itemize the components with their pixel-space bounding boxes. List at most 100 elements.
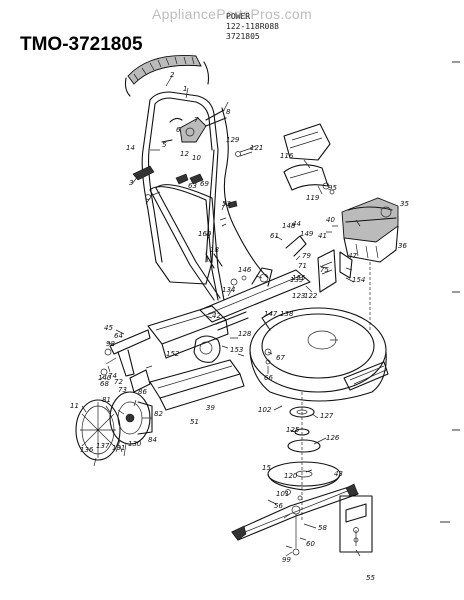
part-label: 79	[302, 252, 311, 260]
part-label: 73	[118, 386, 127, 394]
part-label: 8	[226, 108, 231, 116]
part-label: 128	[238, 330, 252, 338]
part-label: 131	[112, 444, 125, 452]
part-label: 148	[282, 222, 296, 230]
part-label: 47	[348, 252, 357, 260]
part-label: 137	[96, 442, 110, 450]
lower-handle	[149, 184, 225, 301]
part-label: 36	[398, 242, 407, 250]
part-label: 52	[222, 200, 231, 208]
part-labels: 1 2 3 5 6 7 8 10 11 12 14 15 18 39 40 41…	[70, 71, 409, 582]
part-label: 154	[352, 276, 365, 284]
rear-wheel	[75, 391, 153, 461]
leader-lines	[81, 75, 361, 557]
header-line: 3721805	[226, 32, 260, 41]
part-label: 12	[180, 150, 189, 158]
part-label: 99	[282, 556, 291, 564]
watermark: AppliancePartsPros.com	[152, 6, 312, 22]
part-label: 40	[326, 216, 335, 224]
part-label: 129	[226, 136, 240, 144]
part-label: 81	[102, 396, 111, 404]
part-label: 18	[210, 246, 219, 254]
part-label: 102	[258, 406, 272, 414]
part-label: 119	[306, 194, 320, 202]
left-linkage	[100, 329, 151, 393]
part-label: 127	[320, 412, 334, 420]
part-label: 15	[262, 464, 271, 472]
part-label: 43	[334, 470, 343, 478]
part-label: 74	[108, 372, 117, 380]
part-label: 51	[190, 418, 199, 426]
part-label: 67	[276, 354, 285, 362]
part-label: 84	[148, 436, 157, 444]
part-label: 42	[212, 312, 221, 320]
part-label: 116	[280, 152, 294, 160]
bolts	[145, 147, 253, 200]
part-label: 68	[100, 380, 109, 388]
part-label: 58	[318, 524, 327, 532]
part-label: 126	[326, 434, 340, 442]
part-label: 120	[284, 472, 298, 480]
header-info: POWER 122-118R088 3721805	[226, 12, 279, 42]
mower-deck	[249, 307, 389, 402]
bail-control	[161, 109, 227, 143]
part-label: 121	[250, 144, 263, 152]
part-label: 138	[280, 310, 294, 318]
throttle-cable	[221, 107, 269, 279]
blade-detail-inset	[339, 495, 373, 553]
height-adjuster	[317, 249, 353, 293]
mower-blade	[231, 483, 359, 556]
front-axle-assembly	[147, 305, 249, 363]
part-label: 3	[129, 179, 133, 187]
part-label: 7	[194, 116, 199, 124]
part-label: 75	[320, 266, 329, 274]
part-label: 6	[176, 126, 181, 134]
part-label: 71	[298, 262, 307, 270]
part-label: 134	[222, 286, 235, 294]
part-label: 122	[304, 292, 318, 300]
header-line: POWER	[226, 12, 251, 21]
part-label: 95	[328, 184, 337, 192]
part-label: 160	[198, 230, 212, 238]
upper-handle	[141, 91, 219, 285]
part-label: 139	[290, 276, 304, 284]
part-label: 140	[98, 374, 112, 382]
part-label: 2	[170, 71, 175, 79]
part-label: 64	[114, 332, 123, 340]
part-label: 152	[166, 350, 180, 358]
part-label: 130	[128, 440, 142, 448]
part-label: 1	[183, 85, 187, 93]
part-label: 11	[70, 402, 79, 410]
part-label: 10	[192, 154, 201, 162]
part-label: 45	[104, 324, 113, 332]
part-label: 39	[206, 404, 215, 412]
part-label: 63	[188, 182, 197, 190]
rear-axle-assembly	[199, 217, 311, 323]
part-label: 14	[126, 144, 135, 152]
part-label: 61	[270, 232, 279, 240]
part-label: 66	[264, 374, 273, 382]
part-label: 101	[276, 490, 289, 498]
part-label: 125	[286, 426, 300, 434]
part-label: 41	[318, 232, 327, 240]
part-label: 155	[292, 274, 306, 282]
part-label: 123	[292, 292, 305, 300]
discharge-chute	[283, 123, 335, 195]
part-label: 147	[264, 310, 278, 318]
part-label: 56	[274, 502, 283, 510]
part-label: 55	[366, 574, 375, 582]
part-label: 153	[230, 346, 243, 354]
part-label: 82	[154, 410, 163, 418]
part-label: 86	[138, 388, 147, 396]
header-line: 122-118R088	[226, 22, 279, 31]
deck-skirt	[149, 359, 245, 411]
handle-knobs	[132, 165, 238, 209]
part-label: 149	[300, 230, 314, 238]
part-label: 98	[106, 340, 115, 348]
model-number: TMO-3721805	[20, 34, 143, 55]
part-label: 69	[200, 180, 209, 188]
handle-grip	[124, 55, 210, 97]
part-label: 35	[400, 200, 409, 208]
